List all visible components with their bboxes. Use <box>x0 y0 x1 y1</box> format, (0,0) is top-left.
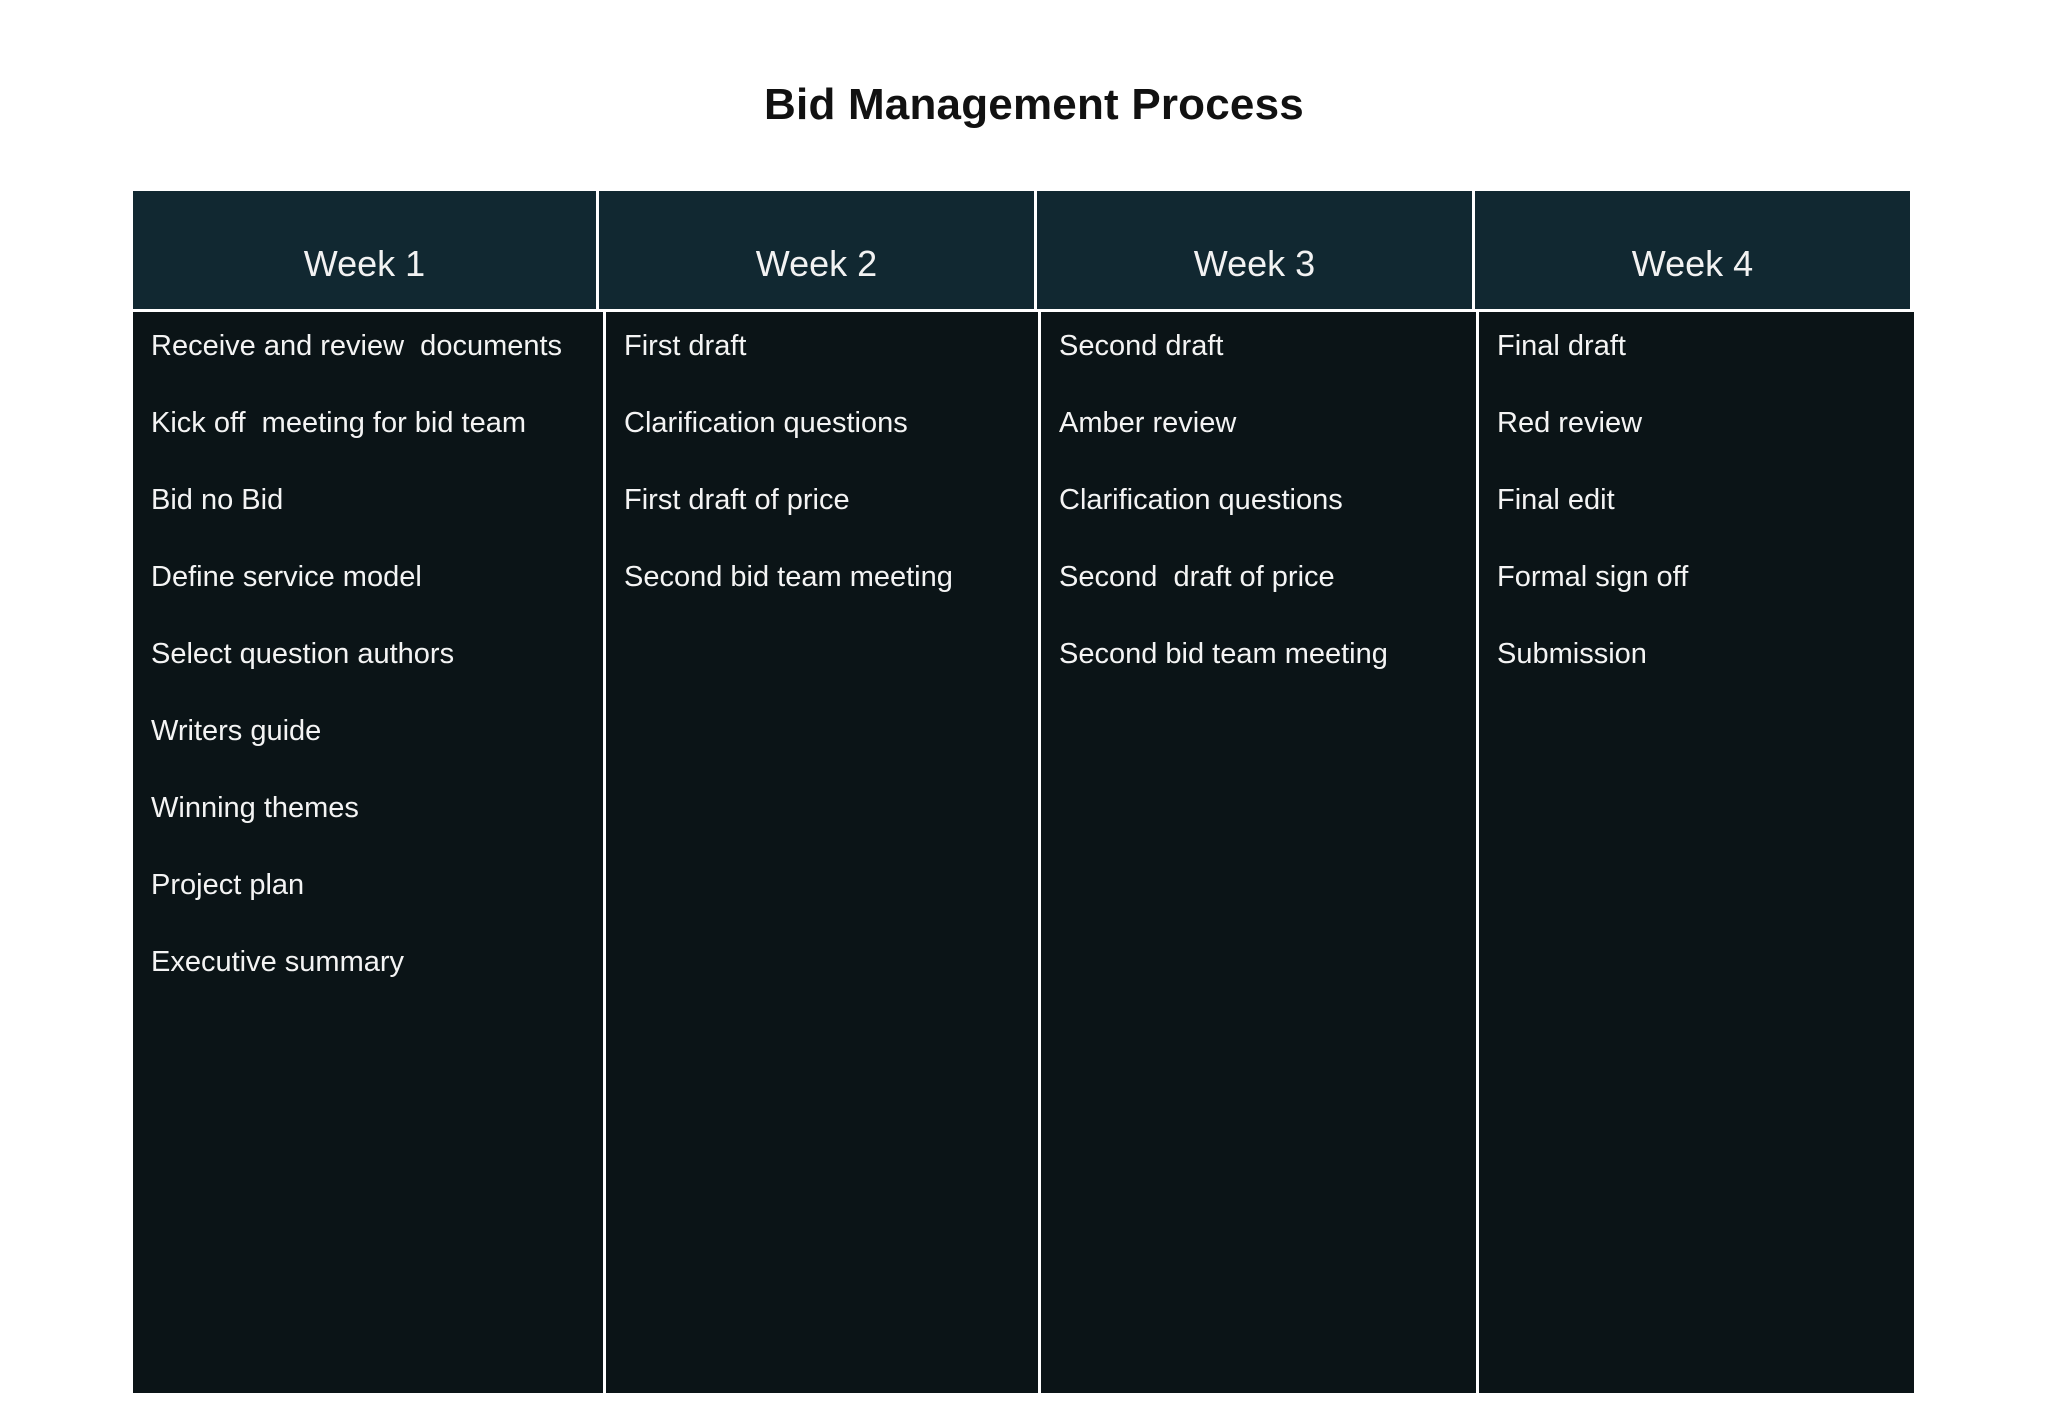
week-2-column: First draft Clarification questions Firs… <box>606 312 1038 1393</box>
week-4-task: Red review <box>1497 407 1643 439</box>
week-2-task: Second bid team meeting <box>624 561 953 593</box>
week-4-task: Formal sign off <box>1497 561 1689 593</box>
week-2-task-list: First draft Clarification questions Firs… <box>624 324 1030 632</box>
week-4-task-list: Final draft Red review Final edit Formal… <box>1497 324 1906 709</box>
week-3-task: Second draft of price <box>1059 561 1335 593</box>
week-2-header: Week 2 <box>599 191 1034 309</box>
week-4-column: Final draft Red review Final edit Formal… <box>1479 312 1914 1393</box>
week-3-task: Second draft <box>1059 330 1224 362</box>
week-1-task: Define service model <box>151 561 422 593</box>
week-1-task: Executive summary <box>151 946 405 978</box>
week-1-task: Winning themes <box>151 792 359 824</box>
week-4-header: Week 4 <box>1475 191 1910 309</box>
week-1-task-list: Receive and review documents Kick off me… <box>151 324 595 1017</box>
week-1-task: Bid no Bid <box>151 484 284 516</box>
page-title: Bid Management Process <box>764 80 1304 129</box>
week-2-task: Clarification questions <box>624 407 908 439</box>
process-board: Week 1 Week 2 Week 3 Week 4 Receive and … <box>133 191 1914 1393</box>
week-1-header: Week 1 <box>133 191 596 309</box>
week-3-column: Second draft Amber review Clarification … <box>1041 312 1476 1393</box>
week-1-column: Receive and review documents Kick off me… <box>133 312 603 1393</box>
week-3-task: Second bid team meeting <box>1059 638 1388 670</box>
week-1-task: Select question authors <box>151 638 455 670</box>
week-3-header-label: Week 3 <box>1193 243 1316 284</box>
week-4-task: Submission <box>1497 638 1647 670</box>
week-3-header: Week 3 <box>1037 191 1472 309</box>
week-4-task: Final draft <box>1497 330 1626 362</box>
week-1-task: Writers guide <box>151 715 322 747</box>
week-4-header-label: Week 4 <box>1631 243 1754 284</box>
week-3-task: Amber review <box>1059 407 1237 439</box>
week-3-task: Clarification questions <box>1059 484 1343 516</box>
week-4-task: Final edit <box>1497 484 1615 516</box>
week-2-task: First draft <box>624 330 747 362</box>
week-1-header-label: Week 1 <box>303 243 426 284</box>
week-1-task: Receive and review documents <box>151 330 563 362</box>
week-2-task: First draft of price <box>624 484 850 516</box>
week-1-task: Project plan <box>151 869 305 901</box>
week-1-task: Kick off meeting for bid team <box>151 407 527 439</box>
week-2-header-label: Week 2 <box>755 243 878 284</box>
week-3-task-list: Second draft Amber review Clarification … <box>1059 324 1468 709</box>
